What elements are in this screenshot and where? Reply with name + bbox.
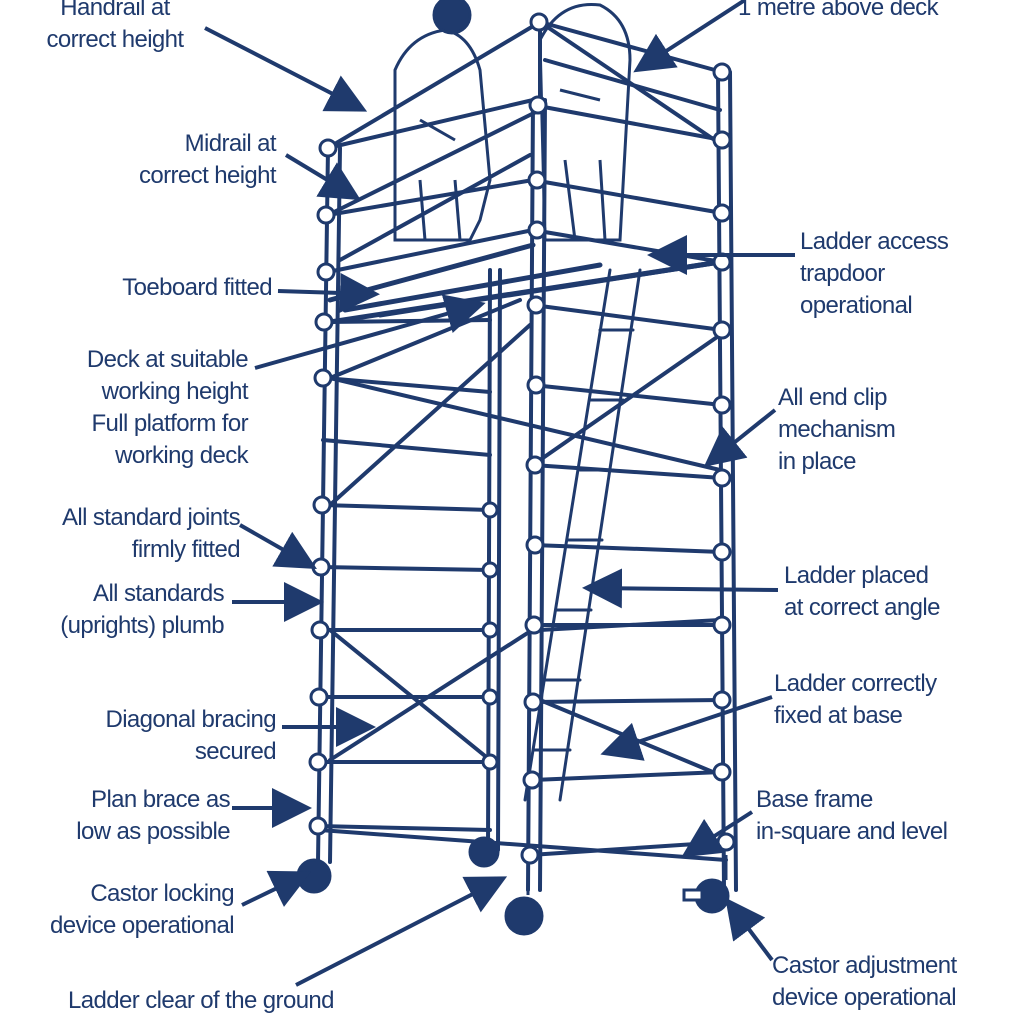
label-midrail: Midrail at correct height — [138, 130, 277, 189]
arrow-ladder-clear — [295, 876, 508, 987]
arrow-ladder-angle — [582, 568, 779, 609]
label-base-frame: Base frame in-square and level — [756, 786, 948, 845]
arrow-midrail — [284, 153, 361, 201]
label-deck: Deck at suitable working height Full pla… — [86, 346, 249, 469]
label-diagonal-bracing: Diagonal bracing secured — [105, 706, 276, 765]
access-ladder — [523, 268, 642, 802]
label-castor-lock: Castor locking device operational — [49, 880, 235, 939]
arrow-top-right — [633, 0, 747, 73]
left-frame-rungs — [316, 98, 535, 832]
plan-brace — [318, 828, 728, 862]
label-ladder-angle: Ladder placed at correct angle — [784, 562, 940, 621]
label-ladder-base: Ladder correctly fixed at base — [774, 670, 937, 729]
guardrails — [326, 20, 724, 262]
joint-clamps — [308, 12, 736, 865]
standard-front-right-inner — [538, 98, 547, 892]
label-castor-adjust: Castor adjustment device operational — [772, 952, 957, 1011]
castor-front-left — [296, 840, 332, 894]
arrow-base-frame — [681, 810, 754, 858]
label-end-clip: All end clip mechanism in place — [778, 384, 896, 475]
label-one-metre-above-deck: 1 metre above deck — [738, 0, 939, 21]
arrow-end-clip — [703, 408, 777, 467]
standard-back-left — [486, 268, 492, 852]
tower-frame — [316, 20, 738, 892]
arrow-handrail — [204, 26, 368, 112]
label-handrail: Handrail at correct height — [46, 0, 184, 53]
label-ladder-clear: Ladder clear of the ground — [68, 987, 335, 1014]
castor-wheels — [296, 836, 730, 936]
standard-back-right-inner — [728, 70, 738, 892]
arrow-joints — [239, 523, 317, 569]
castor-back-left — [468, 836, 500, 868]
label-trapdoor: Ladder access trapdoor operational — [800, 228, 949, 319]
worker-figure-left — [393, 0, 492, 242]
arrow-castor-adjust — [725, 897, 774, 962]
arrow-castor-lock — [241, 870, 312, 907]
castor-back-right — [682, 855, 730, 914]
label-plan-brace: Plan brace as low as possible — [76, 786, 230, 845]
label-standards-plumb: All standards (uprights) plumb — [60, 580, 224, 639]
arrow-toeboard — [277, 272, 380, 313]
arrow-deck — [254, 294, 486, 370]
callout-arrows — [204, 0, 795, 987]
arrow-ladder-base — [600, 695, 773, 761]
castor-front-right — [504, 865, 544, 936]
label-standard-joints: All standard joints firmly fitted — [61, 504, 241, 563]
standard-back-left-inner — [496, 268, 502, 852]
label-toeboard: Toeboard fitted — [122, 274, 272, 301]
